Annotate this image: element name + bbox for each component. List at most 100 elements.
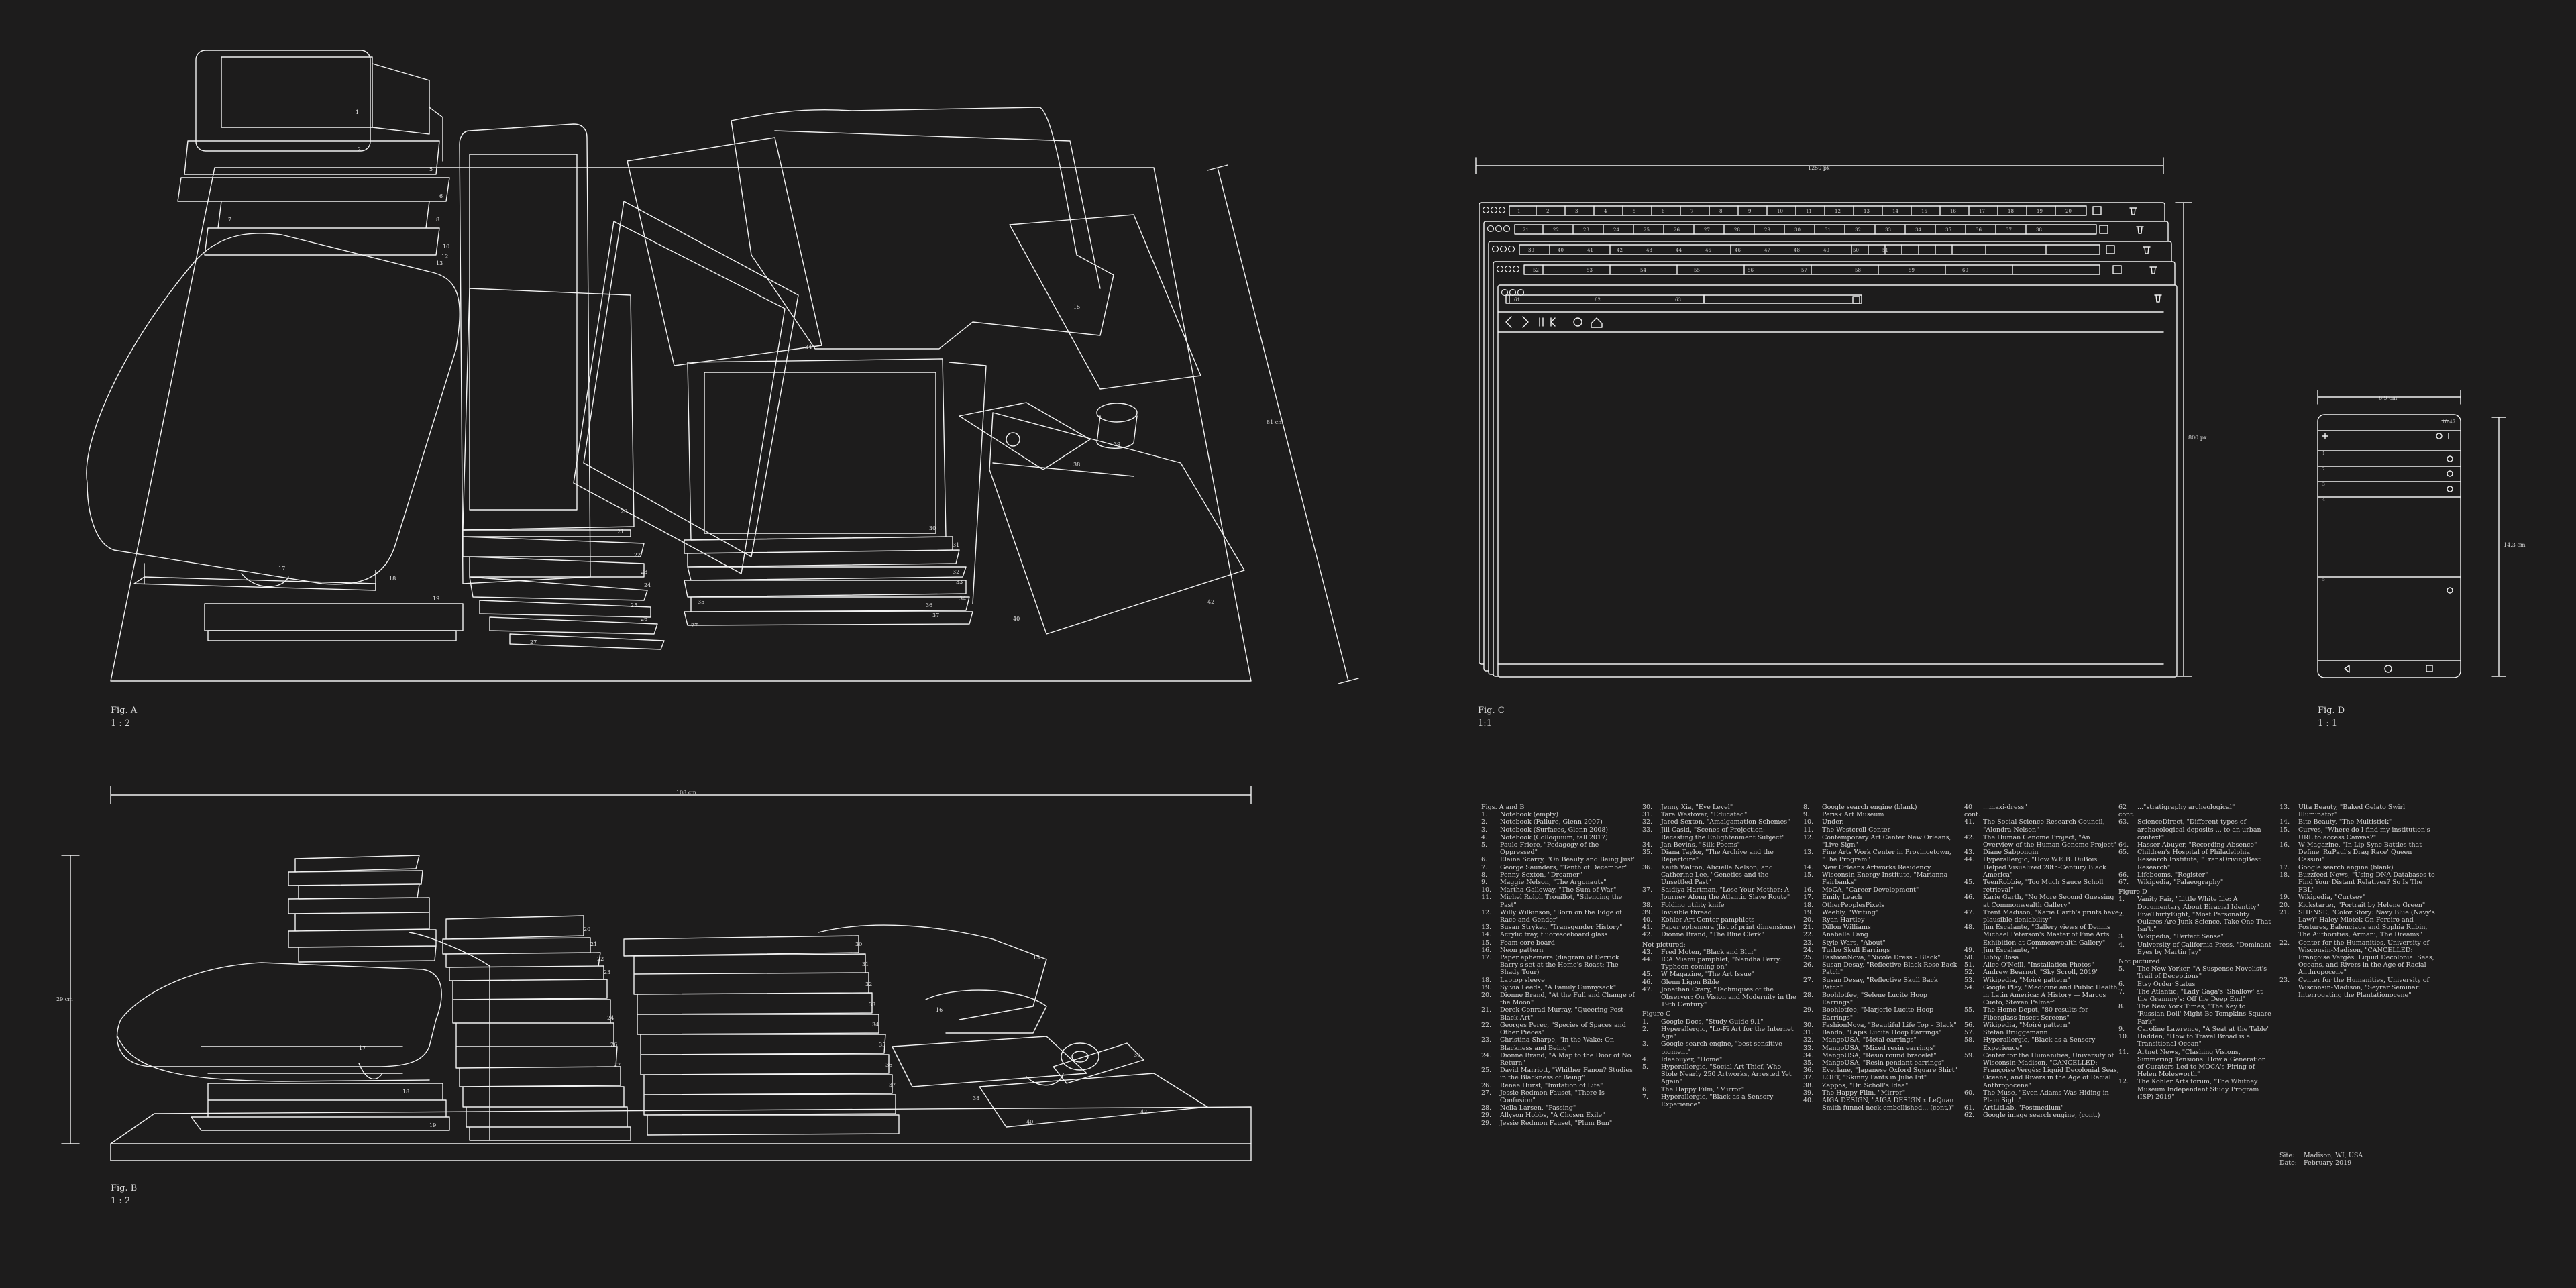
legend-item: 16.W Magazine, "In Lip Sync Battles that… bbox=[2279, 841, 2435, 864]
legend-item-number: 4. bbox=[1642, 1055, 1649, 1063]
legend-item-text: Etsy Order Status bbox=[2137, 980, 2196, 988]
legend-item: 8.Penny Sexton, "Dreamer" bbox=[1481, 871, 1637, 879]
svg-text:17: 17 bbox=[359, 1045, 366, 1051]
legend-item-number: 18. bbox=[1803, 901, 1814, 909]
legend-item: 19.Wikipedia, "Curtsey" bbox=[2279, 894, 2435, 901]
legend-item-number: 25. bbox=[1803, 954, 1814, 962]
legend-item-text: Wikipedia, "Moiré pattern" bbox=[1983, 976, 2071, 984]
legend-item-number: 12. bbox=[1481, 908, 1492, 916]
legend-item-text: Perisk Art Museum bbox=[1822, 811, 1884, 819]
legend-item-number: 21. bbox=[2279, 908, 2290, 916]
legend-item-text: Zappos, "Dr. Scholl's Idea" bbox=[1822, 1081, 1909, 1089]
legend-item-text: AIGA DESIGN, "AIGA DESIGN x LeQuan Smith… bbox=[1822, 1096, 1955, 1112]
legend-item-text: Curves, "Where do I find my institution'… bbox=[2298, 826, 2430, 841]
paper-sheet bbox=[1009, 214, 1201, 390]
tablet bbox=[459, 123, 591, 584]
legend-column-2: 30.Jenny Xia, "Eye Level"31.Tara Westove… bbox=[1642, 804, 1798, 1108]
legend-item: 20.Ryan Hartley bbox=[1803, 916, 1959, 924]
legend-item-text: Susan Desay, "Reflective Skull Back Patc… bbox=[1822, 976, 1938, 991]
legend-item: 14.Bite Beauty, "The Multistick" bbox=[2279, 818, 2435, 826]
legend-subheading: Figure D bbox=[2118, 888, 2147, 896]
legend-column-3: 8.Google search engine (blank)9.Perisk A… bbox=[1803, 804, 1959, 1112]
fig-c-scale: 1:1 bbox=[1478, 718, 1492, 729]
tab-number: 33 bbox=[1885, 227, 1891, 233]
legend-item-number: 15. bbox=[1481, 938, 1492, 947]
legend-item-number: 20. bbox=[1481, 991, 1492, 1000]
fig-a-drawing: 81 cm bbox=[86, 50, 1359, 684]
legend-item-number: 14. bbox=[1481, 931, 1492, 939]
legend-column-1: Figs. A and B 1.Notebook (empty)2.Notebo… bbox=[1481, 804, 1637, 1127]
legend-item-number: 32. bbox=[1803, 1036, 1814, 1044]
tab-number: 20 bbox=[2065, 209, 2072, 214]
tab-number: 27 bbox=[1704, 227, 1710, 233]
legend-item-text: W Magazine, "In Lip Sync Battles that De… bbox=[2298, 841, 2422, 864]
legend-item: 27.Jessie Redmon Fauset, "There Is Confu… bbox=[1481, 1089, 1637, 1104]
legend-item-number: 12. bbox=[2118, 1078, 2129, 1086]
legend-item-text: Google Docs, "Study Guide 9.1" bbox=[1661, 1018, 1764, 1026]
legend-item-text: Style Wars, "About" bbox=[1822, 938, 1886, 947]
legend-item-number: 61. bbox=[1964, 1104, 1975, 1112]
legend-item: 1.Google Docs, "Study Guide 9.1" bbox=[1642, 1018, 1798, 1026]
legend-item-text: Caroline Lawrence, "A Seat at the Table" bbox=[2137, 1025, 2270, 1033]
legend-item: 1.Notebook (empty) bbox=[1481, 811, 1637, 818]
tab-number: 5 bbox=[1633, 209, 1635, 214]
legend-list: 8.Google search engine (blank)9.Perisk A… bbox=[1803, 804, 1959, 1112]
legend-item: 42.Dionne Brand, "The Blue Clerk" bbox=[1642, 931, 1798, 938]
legend-item-number: 8. bbox=[1803, 804, 1810, 811]
legend-item-number: 7. bbox=[2118, 987, 2125, 996]
legend-item-text: The Home Depot, "80 results for Fibergla… bbox=[1983, 1006, 2088, 1022]
fig-d-scale: 1 : 1 bbox=[2318, 718, 2338, 729]
legend-item-number: 19. bbox=[1803, 908, 1814, 916]
legend-item-number: 17. bbox=[2279, 863, 2290, 871]
legend-item-text: Emily Leach bbox=[1822, 894, 1862, 902]
legend-item-number: 66. bbox=[2118, 871, 2129, 879]
fig-a-dimension-line bbox=[1207, 164, 1359, 684]
legend-item-number: 58. bbox=[1964, 1036, 1975, 1044]
tab-number: 39 bbox=[1528, 248, 1534, 253]
svg-text:33: 33 bbox=[869, 1002, 875, 1008]
legend-item-text: Paper ephemera (diagram of Derrick Barry… bbox=[1500, 954, 1619, 977]
legend-item-number: 17. bbox=[1803, 894, 1814, 902]
legend-item-number: 13. bbox=[1803, 849, 1814, 857]
tab-number: 45 bbox=[1705, 248, 1711, 253]
tab-number: 35 bbox=[1945, 227, 1951, 233]
legend-item-number: 34. bbox=[1803, 1051, 1814, 1059]
legend-item-text: Kickstarter, "Portrait by Helene Green" bbox=[2298, 901, 2426, 909]
legend-item-number: 17. bbox=[1481, 954, 1492, 962]
legend-item: 3.Wikipedia, "Perfect Sense" bbox=[2118, 933, 2274, 941]
legend-item-text: Under. bbox=[1822, 818, 1844, 826]
legend-item-text: Jessie Redmon Fauset, "Plum Bun" bbox=[1500, 1119, 1613, 1127]
legend-item-number: 51. bbox=[1964, 961, 1975, 969]
legend-item-text: Wikipedia, "Moiré pattern" bbox=[1983, 1021, 2071, 1029]
svg-text:24: 24 bbox=[607, 1015, 614, 1021]
legend-item-text: Turbo Skull Earrings bbox=[1822, 946, 1890, 954]
tab-number: 17 bbox=[1979, 209, 1985, 214]
legend-item: 30.FashionNova, "Beautiful Life Top – Bl… bbox=[1803, 1022, 1959, 1029]
fig-b-caption: Fig. B 1 : 2 bbox=[111, 1182, 137, 1208]
tab-number: 32 bbox=[1855, 227, 1861, 233]
svg-text:42: 42 bbox=[1208, 599, 1214, 605]
legend-item-text: Paulo Friere, "Pedagogy of the Oppressed… bbox=[1500, 841, 1599, 857]
legend-item-text: Susan Stryker, "Transgender History" bbox=[1500, 924, 1623, 932]
legend-item-text: Ulta Beauty, "Baked Gelato Swirl Illumin… bbox=[2298, 804, 2406, 819]
legend-item: 37.Saidiya Hartman, "Lose Your Mother: A… bbox=[1642, 886, 1798, 901]
fig-a-caption: Fig. A 1 : 2 bbox=[111, 704, 137, 730]
phone-status-time: 10:47 bbox=[2442, 419, 2455, 425]
legend-item-number: 36. bbox=[1803, 1067, 1814, 1075]
laptop-sleeve bbox=[86, 233, 460, 585]
footer-date-key: Date: bbox=[2279, 1159, 2297, 1167]
legend-item-text: Jan Bevins, "Silk Poems" bbox=[1661, 841, 1740, 849]
legend-item-text: TeenRobbie, "Too Much Sauce Scholl retri… bbox=[1983, 879, 2104, 894]
legend-item-text: The Happy Film, "Mirror" bbox=[1822, 1089, 1906, 1097]
legend-item: 43.Diane Sabpongin bbox=[1964, 849, 2120, 856]
tab-number: 57 bbox=[1801, 268, 1807, 273]
legend-item-text: Center for the Humanities, University of… bbox=[1983, 1051, 2119, 1089]
tab-number: 43 bbox=[1646, 248, 1652, 253]
legend-item-text: Diana Taylor, "The Archive and the Reper… bbox=[1661, 849, 1774, 864]
footer-site-key: Site: bbox=[2279, 1152, 2295, 1159]
legend-item-text: Ryan Hartley bbox=[1822, 916, 1865, 924]
legend-item-number: 42. bbox=[1642, 931, 1653, 939]
footer-site-value: Madison, WI, USA bbox=[2304, 1152, 2363, 1159]
fig-d-width-line bbox=[2317, 390, 2461, 405]
svg-text:16: 16 bbox=[936, 1007, 943, 1013]
